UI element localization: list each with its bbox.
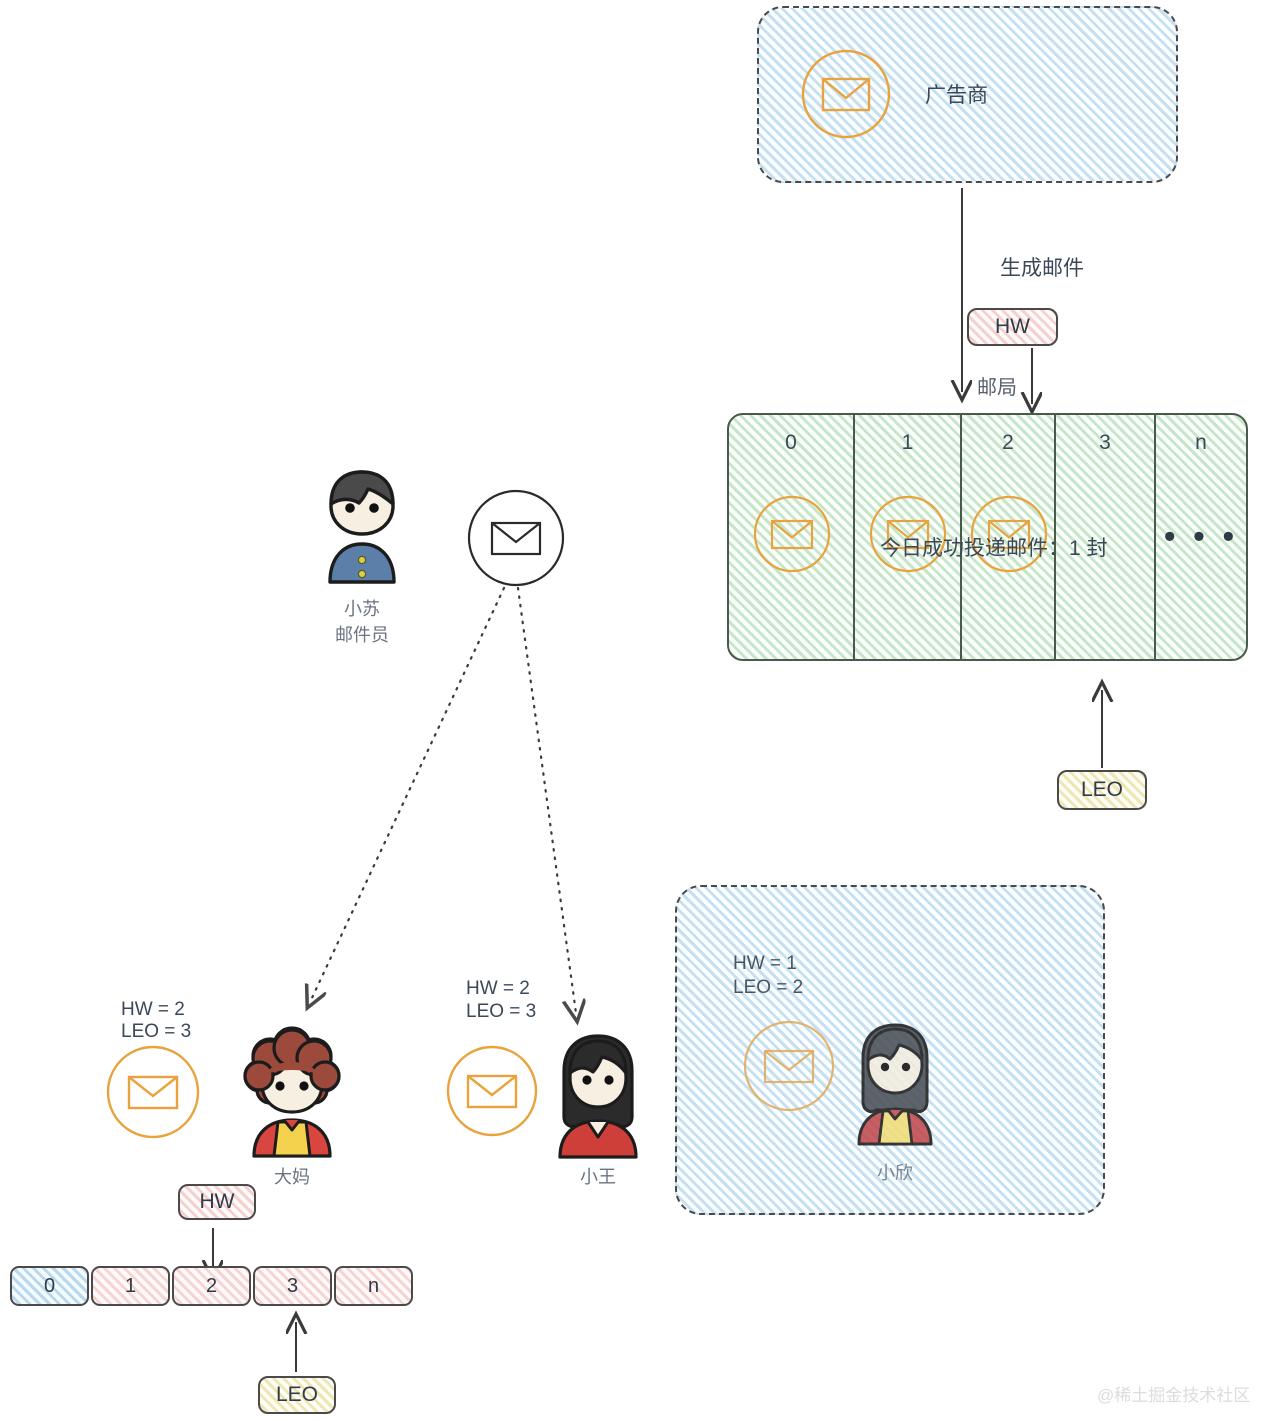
array-cell-index: n: [1195, 431, 1207, 454]
xiaowang-leo-label: LEO = 3: [466, 1001, 537, 1022]
person-xiaoxin-caption: 小欣: [877, 1163, 913, 1183]
local-array-cell-1[interactable]: 1: [91, 1266, 170, 1306]
person-xiaowang-caption: 小王: [580, 1167, 616, 1187]
array-cell-index: 2: [1002, 431, 1014, 454]
post-office-array: 0 1 2 3: [727, 413, 1248, 661]
person-xiaowang-icon: [550, 1033, 646, 1161]
array-cell-index: 1: [901, 431, 914, 454]
envelope-circle-icon-mailman: [466, 488, 566, 588]
xiaoxin-leo-label: LEO = 2: [733, 977, 804, 998]
leo-badge-local[interactable]: LEO: [258, 1376, 336, 1414]
post-office-label: 邮局: [977, 377, 1017, 399]
leo-badge-post[interactable]: LEO: [1057, 770, 1147, 810]
leo-badge-post-label: LEO: [1080, 778, 1124, 801]
advertiser-label: 广告商: [925, 84, 988, 107]
local-array-cell-3[interactable]: 3: [253, 1266, 332, 1306]
envelope-circle-icon-cell2: [969, 494, 1049, 574]
generate-mail-label: 生成邮件: [1000, 257, 1084, 280]
array-ellipsis: • • •: [1163, 517, 1239, 556]
watermark: @稀土掘金技术社区: [1097, 1386, 1251, 1405]
xiaowang-hw-label: HW = 2: [466, 978, 530, 999]
leo-badge-local-label: LEO: [275, 1383, 319, 1406]
hw-badge-local[interactable]: HW: [178, 1184, 256, 1220]
local-array-cell-index: 2: [205, 1274, 218, 1297]
local-array-cell-index: 3: [286, 1274, 299, 1297]
delivery-status-text: 今日成功投递邮件：1 封: [880, 537, 1108, 560]
envelope-circle-icon-advertiser: [800, 48, 892, 140]
person-dama-icon: [240, 1026, 344, 1160]
local-array-cell-2[interactable]: 2: [172, 1266, 251, 1306]
envelope-circle-icon-xiaowang: [444, 1043, 540, 1139]
arrow-deliver-xiaowang: [516, 586, 576, 1013]
array-cell[interactable]: 0: [729, 415, 855, 659]
envelope-circle-icon-cell1: [868, 494, 948, 574]
array-cell[interactable]: 2: [962, 415, 1056, 659]
array-cell-index: 3: [1099, 431, 1111, 454]
local-array-cell-index: 0: [43, 1274, 56, 1297]
local-array-cell-index: 1: [124, 1274, 137, 1297]
envelope-circle-icon-cell0: [752, 494, 832, 574]
envelope-circle-icon-dama: [104, 1043, 202, 1141]
array-cell[interactable]: n • • •: [1156, 415, 1246, 659]
advertiser-box: [757, 6, 1178, 183]
envelope-circle-icon-xiaoxin: [741, 1018, 837, 1114]
dama-leo-label: LEO = 3: [121, 1021, 192, 1042]
arrow-deliver-dama: [311, 586, 506, 1000]
local-array-cell-0[interactable]: 0: [10, 1266, 89, 1306]
hw-badge-post[interactable]: HW: [967, 308, 1058, 346]
person-xiaoxin-icon: [850, 1022, 940, 1148]
hw-badge-local-label: HW: [199, 1190, 235, 1213]
xiaoxin-hw-label: HW = 1: [733, 953, 797, 974]
array-cell[interactable]: 1: [855, 415, 962, 659]
local-array-cell-index: n: [367, 1274, 380, 1297]
person-xiaosu-caption: 小苏 邮件员: [335, 599, 389, 645]
array-cell[interactable]: 3: [1056, 415, 1156, 659]
dama-hw-label: HW = 2: [121, 999, 185, 1020]
person-xiaosu-icon: [318, 468, 406, 586]
array-cell-index: 0: [785, 431, 797, 454]
person-dama-caption: 大妈: [274, 1167, 310, 1187]
local-array-cell-n[interactable]: n: [334, 1266, 413, 1306]
hw-badge-post-label: HW: [995, 315, 1030, 338]
